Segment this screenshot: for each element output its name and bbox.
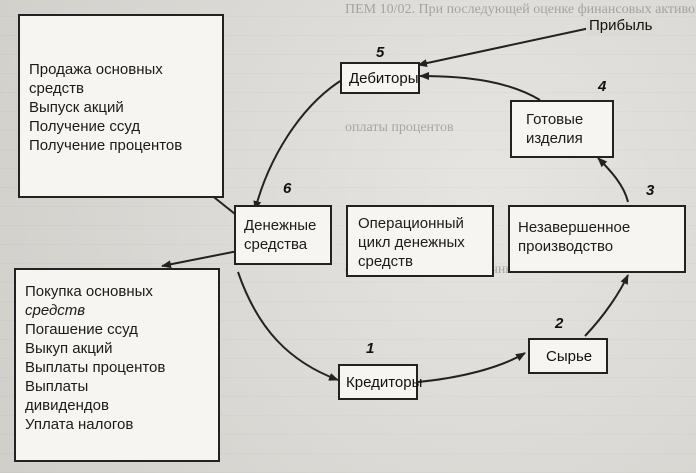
profit-label: Прибыль [586,16,656,35]
operating-cycle-line: цикл денежных [358,234,465,251]
node-3-number: 3 [646,182,655,199]
operating-cycle-box: Операционный цикл денежных средств [346,205,494,277]
finished-goods-label: Готовые [526,111,584,128]
cash-node-line: Денежные [244,217,317,234]
uses-box: Покупка основных средств Погашение ссуд … [14,268,220,462]
background-text-line: оплаты процентов [345,120,454,135]
cash-node-line: средства [244,236,308,253]
raw-materials-node: Сырье [528,338,608,374]
arrow-goods-to-debtors [419,72,541,101]
sources-item: Продажа основных [29,61,163,78]
sources-item: средств [29,80,84,97]
creditors-label: Кредиторы [346,374,423,391]
operating-cycle-line: Операционный [358,215,464,232]
arrow-wip-to-goods [597,157,629,203]
arrow-debtors-to-cash [253,77,346,211]
node-5-number: 5 [376,44,385,61]
arrow-creditors-to-raw [417,352,526,383]
background-text-line: ПЕМ 10/02. При последующей оценке финанс… [345,2,696,17]
debtors-label: Дебиторы [349,70,419,87]
arrow-raw-to-wip [584,274,629,337]
sources-item: Получение процентов [29,137,183,154]
node-6-number: 6 [283,180,292,197]
node-4-number: 4 [598,78,607,95]
uses-item: Уплата налогов [25,416,134,433]
uses-item: Выплаты [25,378,89,395]
finished-goods-node: Готовые изделия [510,100,614,158]
arrow-cash-to-creditors [237,271,339,381]
wip-label-2: производство [518,238,614,255]
uses-item: средств [25,302,86,319]
uses-item: Выкуп акций [25,340,113,357]
cash-node: Денежные средства [234,205,332,265]
node-2-number: 2 [555,315,564,332]
uses-item: Покупка основных [25,283,153,300]
sources-box: Продажа основных средств Выпуск акций По… [18,14,224,198]
uses-list: Покупка основных средств Погашение ссуд … [25,282,165,434]
raw-materials-label: Сырье [546,348,593,365]
debtors-node: Дебиторы [340,62,420,94]
sources-item: Получение ссуд [29,118,141,135]
arrow-profit [417,27,591,68]
sources-list: Продажа основных средств Выпуск акций По… [29,60,182,155]
uses-item: Погашение ссуд [25,321,138,338]
uses-item: Выплаты процентов [25,359,166,376]
finished-goods-label-2: изделия [526,130,583,147]
node-1-number: 1 [366,340,375,357]
arrow-cash-to-uses [161,249,244,269]
operating-cycle-line: средств [358,253,413,270]
wip-node: Незавершенное производство [508,205,686,273]
wip-label: Незавершенное [518,219,631,236]
sources-item: Выпуск акций [29,99,124,116]
creditors-node: Кредиторы [338,364,422,400]
uses-item: дивидендов [25,397,109,414]
